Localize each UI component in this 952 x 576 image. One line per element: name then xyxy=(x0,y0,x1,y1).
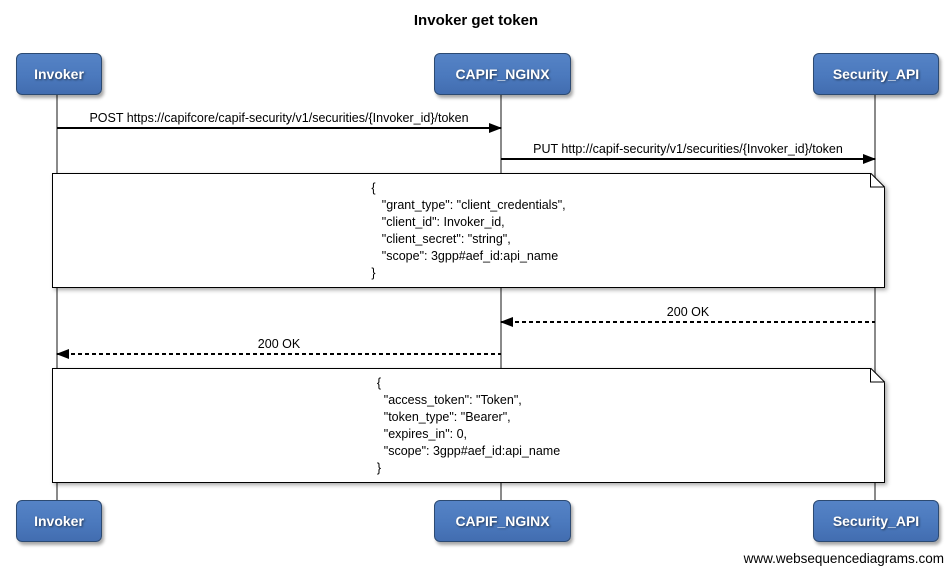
actor-security-api-bottom: Security_API xyxy=(813,500,939,542)
arrowhead-right-icon xyxy=(863,154,876,164)
watermark: www.websequencediagrams.com xyxy=(743,551,944,566)
message-200ok-to-capif: 200 OK xyxy=(500,305,875,327)
arrow-line xyxy=(56,349,501,359)
folded-corner-icon xyxy=(870,173,885,188)
message-put-token: PUT http://capif-security/v1/securities/… xyxy=(501,142,876,164)
note-response-body: { "access_token": "Token", "token_type":… xyxy=(52,368,885,483)
note-request-body: { "grant_type": "client_credentials", "c… xyxy=(52,173,885,288)
message-label: POST https://capifcore/capif-security/v1… xyxy=(89,111,469,125)
actor-invoker-top: Invoker xyxy=(16,53,102,95)
note-text: { "grant_type": "client_credentials", "c… xyxy=(371,180,566,280)
actor-capif-nginx-top: CAPIF_NGINX xyxy=(434,53,571,95)
message-label: 200 OK xyxy=(257,337,301,351)
arrow-line xyxy=(501,154,876,164)
arrowhead-right-icon xyxy=(489,123,502,133)
actor-security-api-top: Security_API xyxy=(813,53,939,95)
message-label: 200 OK xyxy=(666,305,710,319)
diagram-title: Invoker get token xyxy=(413,12,539,29)
actor-capif-nginx-bottom: CAPIF_NGINX xyxy=(434,500,571,542)
arrowhead-left-icon xyxy=(56,349,69,359)
lifeline-security-api xyxy=(874,93,876,500)
lifeline-capif-nginx xyxy=(500,93,502,500)
message-200ok-to-invoker: 200 OK xyxy=(56,337,501,359)
note-text: { "access_token": "Token", "token_type":… xyxy=(376,375,561,475)
arrow-line xyxy=(57,123,502,133)
arrowhead-left-icon xyxy=(500,317,513,327)
folded-corner-icon xyxy=(870,368,885,383)
lifeline-invoker xyxy=(56,93,58,500)
actor-invoker-bottom: Invoker xyxy=(16,500,102,542)
message-label: PUT http://capif-security/v1/securities/… xyxy=(533,142,843,156)
message-post-token: POST https://capifcore/capif-security/v1… xyxy=(57,111,502,133)
arrow-line xyxy=(500,317,875,327)
